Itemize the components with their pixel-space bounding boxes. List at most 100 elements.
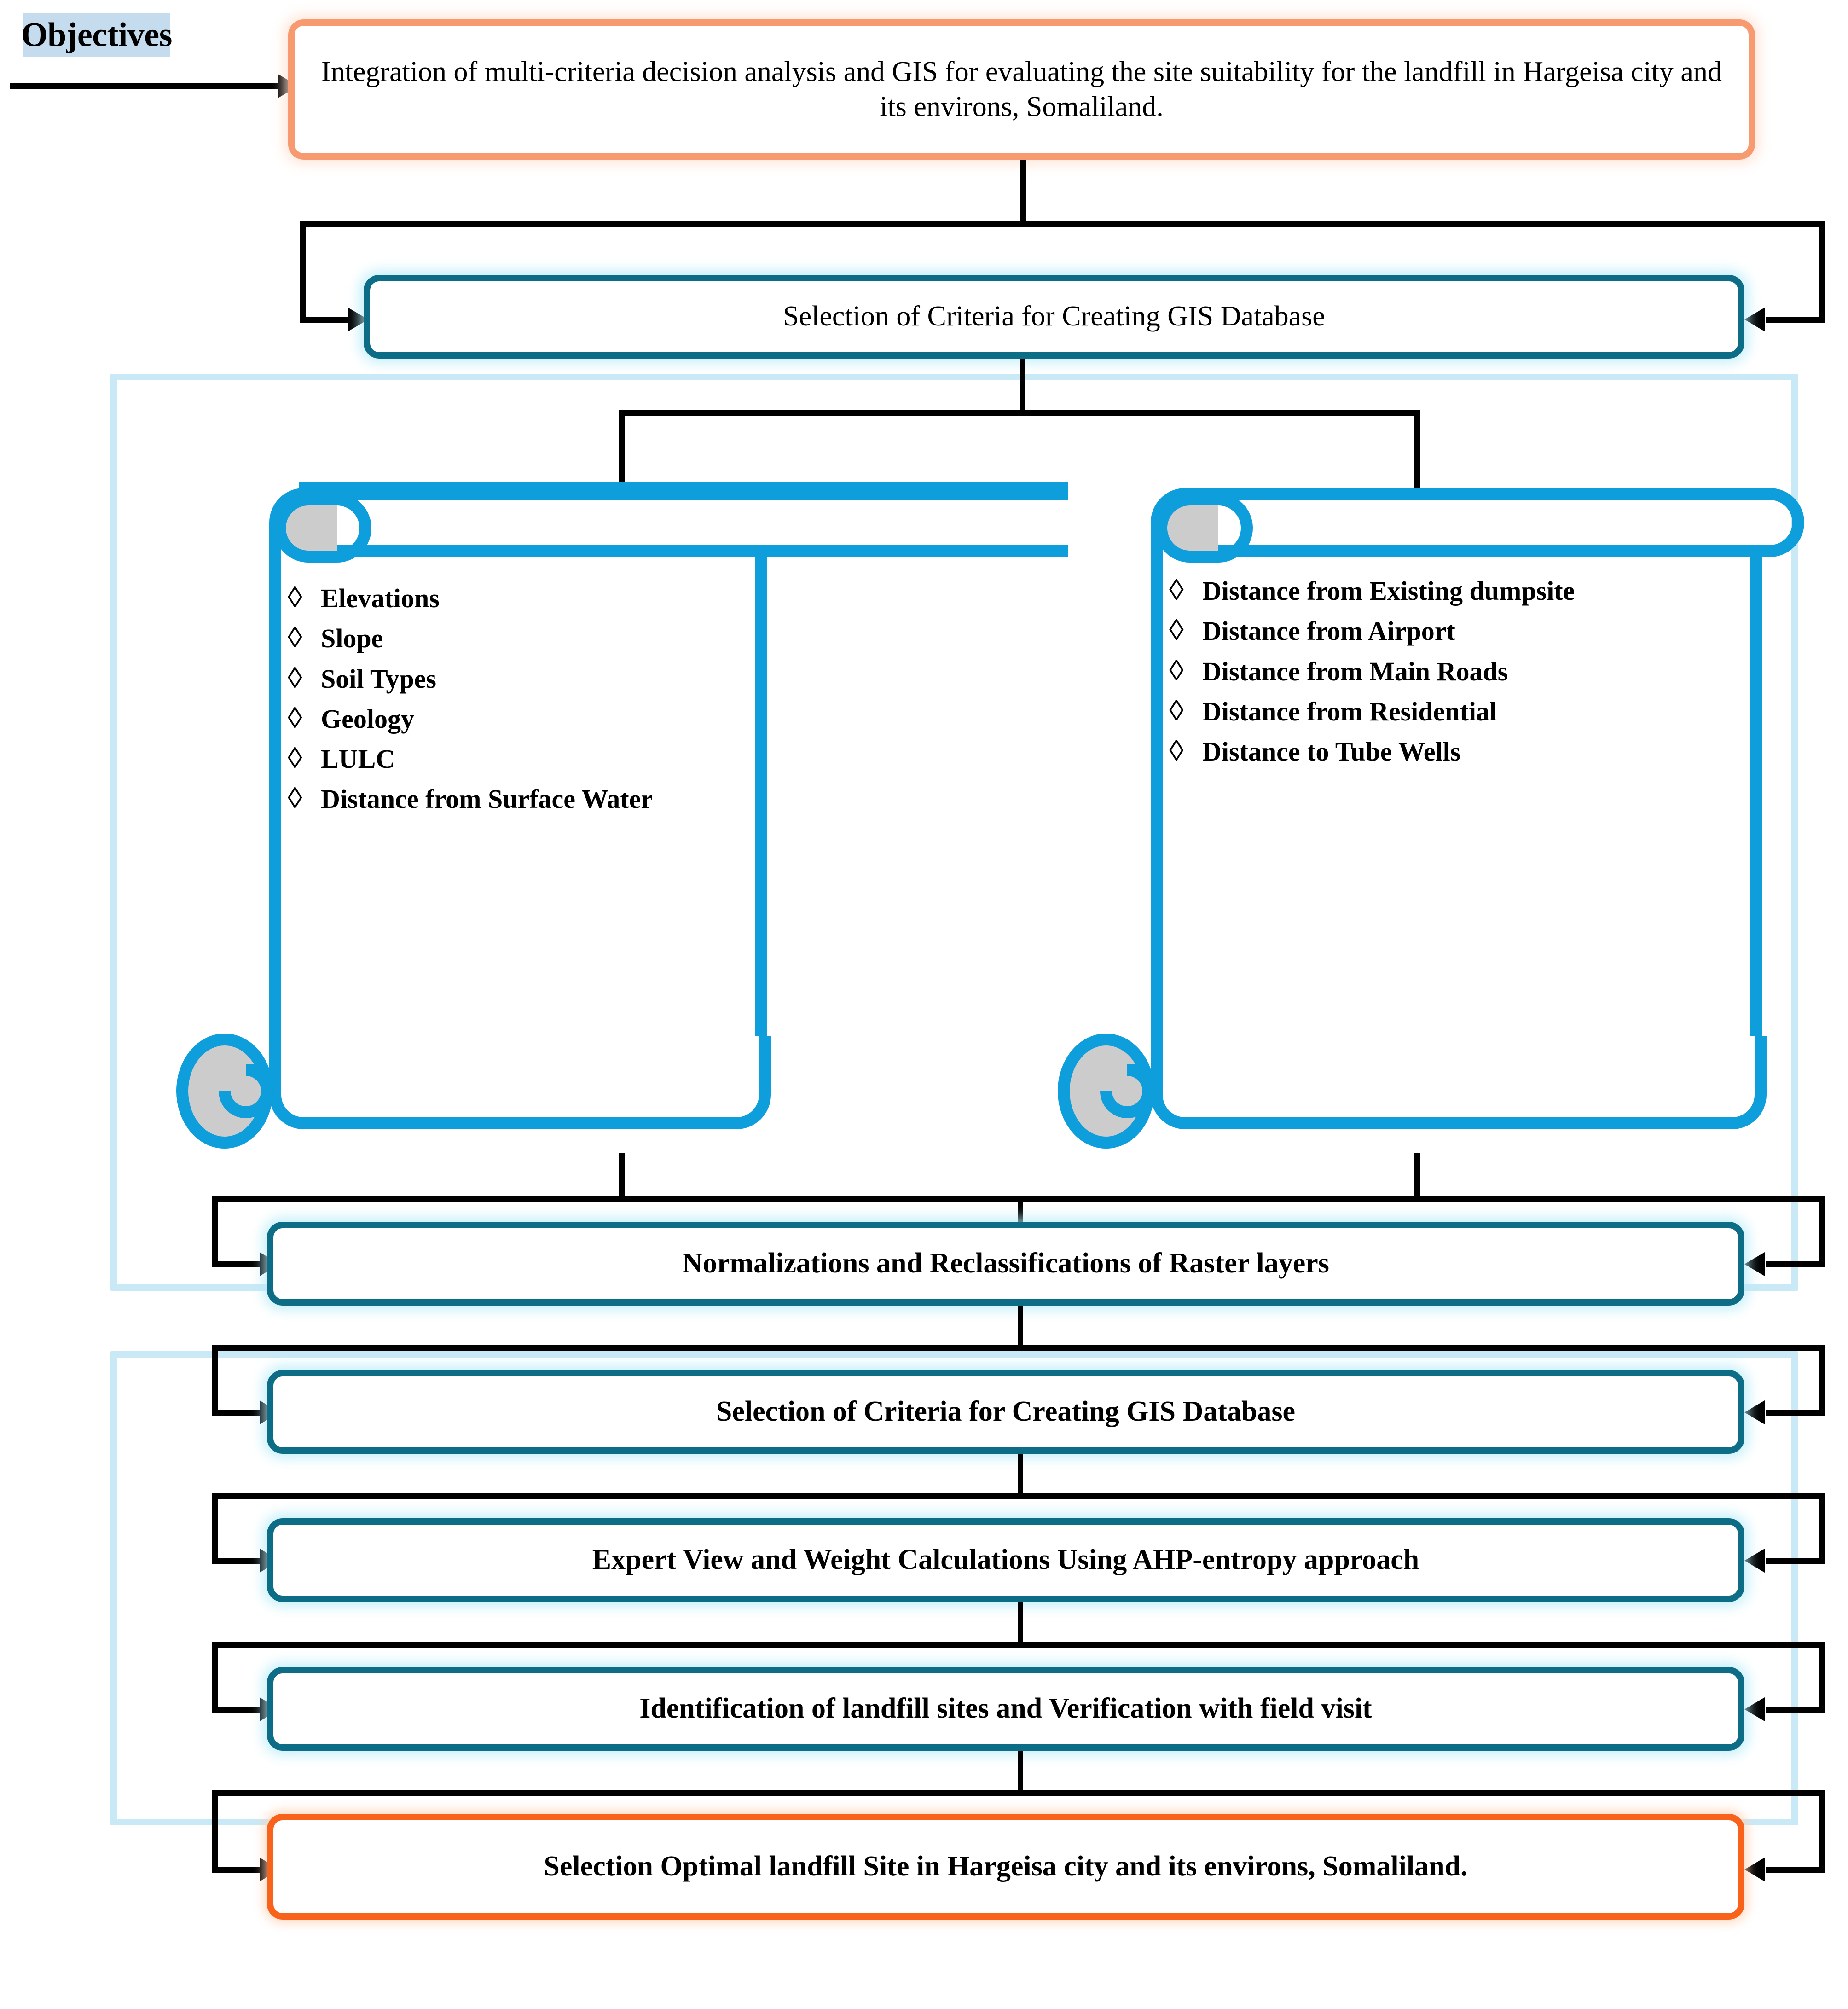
- bracket-6-left: [212, 1790, 218, 1871]
- bracket-5-right-stub: [1766, 1707, 1825, 1713]
- list-item: ◊ Soil Types: [288, 663, 932, 694]
- environmental-criteria-list: ◊ Elevations ◊ Slope ◊ Soil Types ◊ Geol…: [288, 583, 932, 824]
- diamond-bullet-icon: ◊: [1169, 574, 1184, 606]
- identification-text: Identification of landfill sites and Ver…: [639, 1693, 1372, 1724]
- normalizations-box: Normalizations and Reclassifications of …: [267, 1222, 1744, 1306]
- bracket-4-left: [212, 1493, 218, 1562]
- bracket-4-top: [212, 1493, 1825, 1499]
- diamond-bullet-icon: ◊: [288, 661, 302, 694]
- list-item: ◊ Distance from Airport: [1169, 615, 1721, 646]
- bracket-3-right-arrow: [1744, 1400, 1765, 1424]
- list-item: ◊ Distance from Existing dumpsite: [1169, 575, 1721, 606]
- bracket-6-right-arrow: [1744, 1858, 1765, 1881]
- identification-box: Identification of landfill sites and Ver…: [267, 1667, 1744, 1751]
- final-selection-box: Selection Optimal landfill Site in Harge…: [267, 1814, 1744, 1920]
- diamond-bullet-icon: ◊: [288, 742, 302, 775]
- list-item: ◊ Elevations: [288, 583, 932, 614]
- connector-split-bar: [619, 410, 1420, 416]
- bracket-6-right-stub: [1766, 1867, 1825, 1873]
- objectives-arrow-line: [10, 83, 279, 89]
- environmental-criteria-scroll: ◊ Elevations ◊ Slope ◊ Soil Types ◊ Geol…: [170, 437, 1068, 1155]
- normalizations-text: Normalizations and Reclassifications of …: [682, 1248, 1329, 1279]
- list-item: ◊ Slope: [288, 623, 932, 654]
- diamond-bullet-icon: ◊: [1169, 614, 1184, 647]
- criteria-label: Geology: [321, 703, 414, 734]
- bracket-5-right-arrow: [1744, 1697, 1765, 1721]
- connector-expert-down: [1018, 1602, 1023, 1643]
- criteria-label: Slope: [321, 623, 383, 654]
- bracket-2-left-stub: [212, 1261, 262, 1267]
- list-item: ◊ Distance from Surface Water: [288, 784, 932, 814]
- objectives-label: Objectives: [21, 13, 172, 57]
- bracket-5-left: [212, 1642, 218, 1711]
- diamond-bullet-icon: ◊: [288, 782, 302, 815]
- bracket-1-top: [300, 221, 1825, 227]
- list-item: ◊ LULC: [288, 743, 932, 774]
- bracket-3-left-stub: [212, 1410, 262, 1416]
- connector-objective-down: [1020, 160, 1026, 224]
- bracket-2-right-arrow: [1744, 1252, 1765, 1276]
- diamond-bullet-icon: ◊: [288, 581, 302, 614]
- bracket-1-right-arrow: [1744, 308, 1765, 331]
- list-item: ◊ Distance to Tube Wells: [1169, 736, 1721, 767]
- bracket-6-left-stub: [212, 1867, 262, 1873]
- bracket-2-right: [1819, 1196, 1825, 1265]
- bracket-4-right: [1819, 1493, 1825, 1562]
- diamond-bullet-icon: ◊: [1169, 734, 1184, 767]
- bracket-6-right: [1819, 1790, 1825, 1871]
- connector-sel2-down: [1018, 1454, 1023, 1495]
- connector-split-stem: [1020, 359, 1025, 412]
- connector-merge-left: [619, 1153, 625, 1199]
- criteria-label: Distance from Residential: [1202, 696, 1497, 726]
- criteria-label: Distance from Surface Water: [321, 784, 653, 814]
- criteria-label: Distance to Tube Wells: [1202, 737, 1461, 767]
- proximity-criteria-list: ◊ Distance from Existing dumpsite ◊ Dist…: [1169, 575, 1721, 776]
- objective-text: Integration of multi-criteria decision a…: [321, 56, 1722, 122]
- selection-criteria-box-1: Selection of Criteria for Creating GIS D…: [364, 275, 1744, 359]
- bracket-5-right: [1819, 1642, 1825, 1711]
- criteria-label: Distance from Existing dumpsite: [1202, 576, 1575, 606]
- criteria-label: Distance from Main Roads: [1202, 656, 1508, 686]
- bracket-5-left-stub: [212, 1707, 262, 1713]
- list-item: ◊ Distance from Main Roads: [1169, 656, 1721, 687]
- connector-split-right: [1414, 410, 1420, 488]
- selection-criteria-1-text: Selection of Criteria for Creating GIS D…: [783, 301, 1325, 332]
- diamond-bullet-icon: ◊: [288, 621, 302, 654]
- connector-ident-down: [1018, 1751, 1023, 1792]
- bracket-3-left: [212, 1345, 218, 1414]
- selection-criteria-2-text: Selection of Criteria for Creating GIS D…: [716, 1396, 1296, 1428]
- bracket-2-left: [212, 1196, 218, 1265]
- final-selection-text: Selection Optimal landfill Site in Harge…: [544, 1851, 1468, 1882]
- expert-view-text: Expert View and Weight Calculations Usin…: [592, 1544, 1419, 1576]
- connector-split-left: [619, 410, 625, 488]
- connector-norm-down: [1018, 1306, 1023, 1347]
- objective-box: Integration of multi-criteria decision a…: [288, 19, 1755, 160]
- diamond-bullet-icon: ◊: [1169, 654, 1184, 687]
- list-item: ◊ Geology: [288, 703, 932, 734]
- connector-center-norm: [1018, 1196, 1023, 1237]
- bracket-1-right-stub: [1766, 317, 1825, 323]
- bracket-3-right: [1819, 1345, 1825, 1414]
- bracket-4-left-stub: [212, 1558, 262, 1564]
- bracket-1-left: [300, 221, 306, 320]
- selection-criteria-box-2: Selection of Criteria for Creating GIS D…: [267, 1370, 1744, 1454]
- connector-merge-right: [1414, 1153, 1420, 1199]
- bracket-4-right-arrow: [1744, 1549, 1765, 1573]
- bracket-3-top: [212, 1345, 1825, 1351]
- criteria-label: Elevations: [321, 583, 440, 613]
- bracket-4-right-stub: [1766, 1558, 1825, 1564]
- criteria-label: LULC: [321, 744, 395, 774]
- criteria-label: Soil Types: [321, 663, 436, 694]
- expert-view-box: Expert View and Weight Calculations Usin…: [267, 1518, 1744, 1602]
- bracket-3-right-stub: [1766, 1410, 1825, 1416]
- bracket-6-top: [212, 1790, 1825, 1796]
- bracket-1-left-stub: [300, 317, 351, 323]
- bracket-2-right-stub: [1766, 1261, 1825, 1267]
- list-item: ◊ Distance from Residential: [1169, 696, 1721, 727]
- diamond-bullet-icon: ◊: [1169, 694, 1184, 727]
- bracket-5-top: [212, 1642, 1825, 1648]
- diamond-bullet-icon: ◊: [288, 701, 302, 734]
- bracket-1-right: [1819, 221, 1825, 320]
- criteria-label: Distance from Airport: [1202, 616, 1455, 646]
